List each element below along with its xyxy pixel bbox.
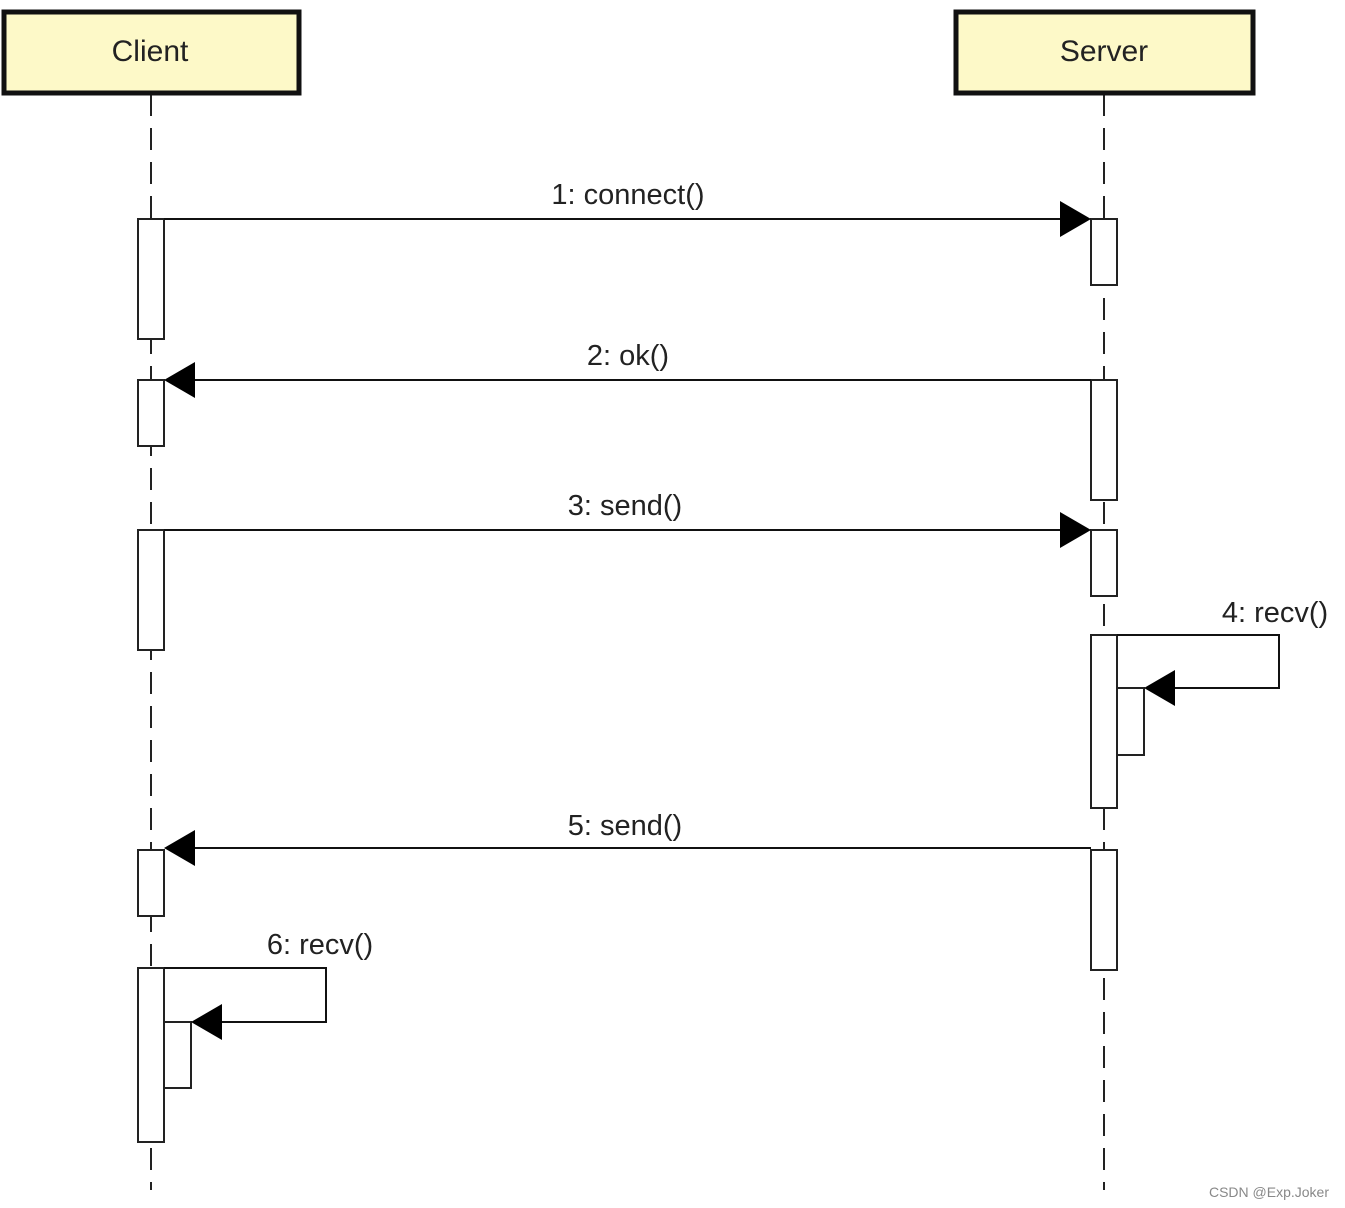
server-activation	[1090, 634, 1118, 809]
server-activation	[1090, 849, 1118, 971]
server-activation	[1090, 529, 1118, 597]
message-4: 4: recv()	[1117, 597, 1328, 706]
client-activation	[137, 529, 165, 651]
participant-client-label: Client	[112, 35, 189, 68]
message-5: 5: send()	[164, 810, 1091, 866]
participant-server: Server	[953, 9, 1256, 96]
arrowhead-icon	[1060, 512, 1091, 548]
message-3: 3: send()	[164, 490, 1091, 548]
message-6: 6: recv()	[164, 929, 373, 1040]
server-activation	[1090, 218, 1118, 286]
client-activation	[137, 218, 165, 340]
message-label: 1: connect()	[551, 179, 704, 211]
arrowhead-icon	[164, 362, 195, 398]
arrowhead-icon	[191, 1004, 222, 1040]
message-label: 5: send()	[568, 810, 682, 842]
client-nested-activation	[163, 1021, 192, 1089]
arrowhead-icon	[1144, 670, 1175, 706]
participant-client: Client	[1, 9, 302, 96]
client-activation	[137, 379, 165, 447]
participant-server-label: Server	[1060, 35, 1148, 68]
message-label: 4: recv()	[1222, 597, 1328, 629]
message-label: 3: send()	[568, 490, 682, 522]
watermark: CSDN @Exp.Joker	[1208, 1184, 1329, 1200]
arrowhead-icon	[1060, 201, 1091, 237]
message-2: 2: ok()	[164, 340, 1091, 398]
arrowhead-icon	[164, 830, 195, 866]
client-activation	[137, 967, 165, 1143]
message-label: 2: ok()	[587, 340, 669, 372]
message-1: 1: connect()	[164, 179, 1091, 237]
message-label: 6: recv()	[267, 929, 373, 961]
server-nested-activation	[1116, 687, 1145, 756]
server-activation	[1090, 379, 1118, 501]
client-activation	[137, 849, 165, 917]
